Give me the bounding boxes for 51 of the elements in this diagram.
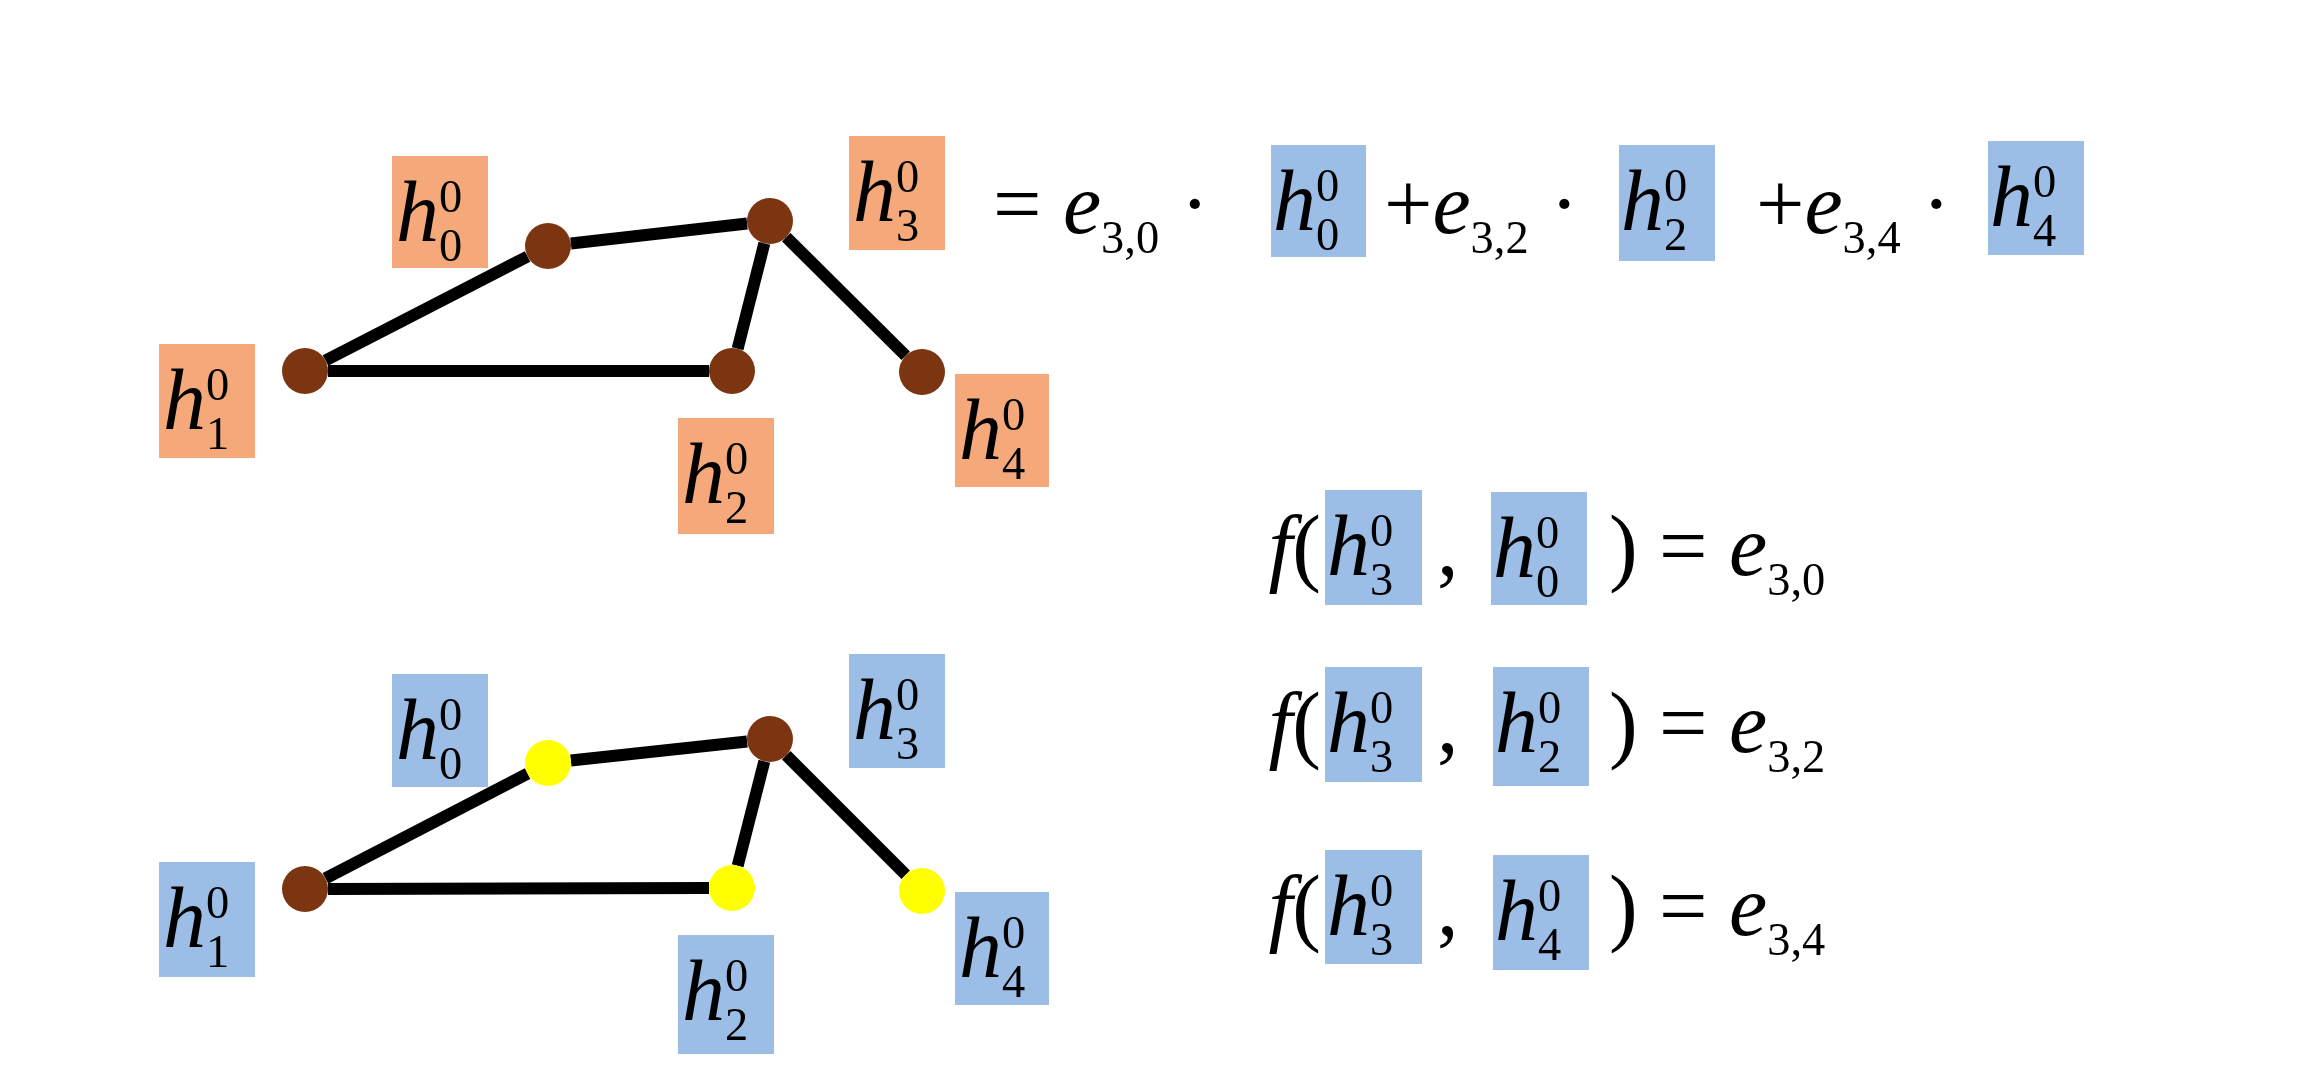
highlight-box <box>1325 667 1422 782</box>
graph-edge <box>731 241 771 351</box>
graph-vertex <box>709 348 755 394</box>
highlight-box <box>159 862 255 977</box>
highlight-box <box>1491 492 1587 605</box>
graph-vertex <box>282 866 328 912</box>
equation-text: f( <box>1267 680 1321 773</box>
highlight-box <box>1325 490 1422 605</box>
graph-vertex <box>282 348 328 394</box>
equation-text: ) = e$_{3,0}$ <box>1607 503 1826 607</box>
graph-vertex <box>899 868 945 914</box>
graph-vertex <box>747 716 793 762</box>
graph-vertex <box>899 349 945 395</box>
graph-edge <box>328 365 709 377</box>
highlight-box <box>1325 850 1422 964</box>
highlight-box <box>1619 145 1715 261</box>
graph-edge <box>782 751 910 879</box>
highlight-box <box>159 344 255 458</box>
highlight-box <box>1493 855 1589 970</box>
graph-vertex <box>747 198 793 244</box>
equation-text: , <box>1435 503 1459 596</box>
graph-edge <box>322 251 531 366</box>
highlight-box <box>1493 667 1589 786</box>
graph-edge <box>731 759 771 868</box>
graph-vertex <box>525 740 571 786</box>
highlight-box <box>392 674 488 787</box>
highlight-box <box>955 374 1049 487</box>
highlight-box <box>1271 145 1366 257</box>
equation-text: , <box>1435 863 1459 956</box>
highlight-box <box>392 156 488 268</box>
equation-text: ) = e$_{3,4}$ <box>1607 863 1826 967</box>
equation-text: +e$_{3,2}$ · <box>1382 161 1579 265</box>
highlight-box <box>1988 141 2084 255</box>
graph-vertex <box>525 223 571 269</box>
graph-edge <box>322 768 531 884</box>
equation-text: f( <box>1267 503 1321 596</box>
equation-text: f( <box>1267 863 1321 956</box>
equation-text: = e$_{3,0}$ · <box>991 161 1210 265</box>
graph-edge <box>570 217 748 250</box>
highlight-box <box>849 136 945 250</box>
highlight-box <box>955 892 1049 1005</box>
graph-edge <box>328 882 709 895</box>
graph-edge <box>570 735 748 767</box>
graph-vertex <box>709 865 755 911</box>
highlight-box <box>678 418 774 534</box>
highlight-box <box>678 935 774 1054</box>
equation-text: , <box>1435 680 1459 773</box>
highlight-box <box>849 654 945 768</box>
equation-text: +e$_{3,4}$ · <box>1754 161 1951 265</box>
graph-edge <box>782 232 910 361</box>
equation-text: ) = e$_{3,2}$ <box>1607 680 1826 784</box>
